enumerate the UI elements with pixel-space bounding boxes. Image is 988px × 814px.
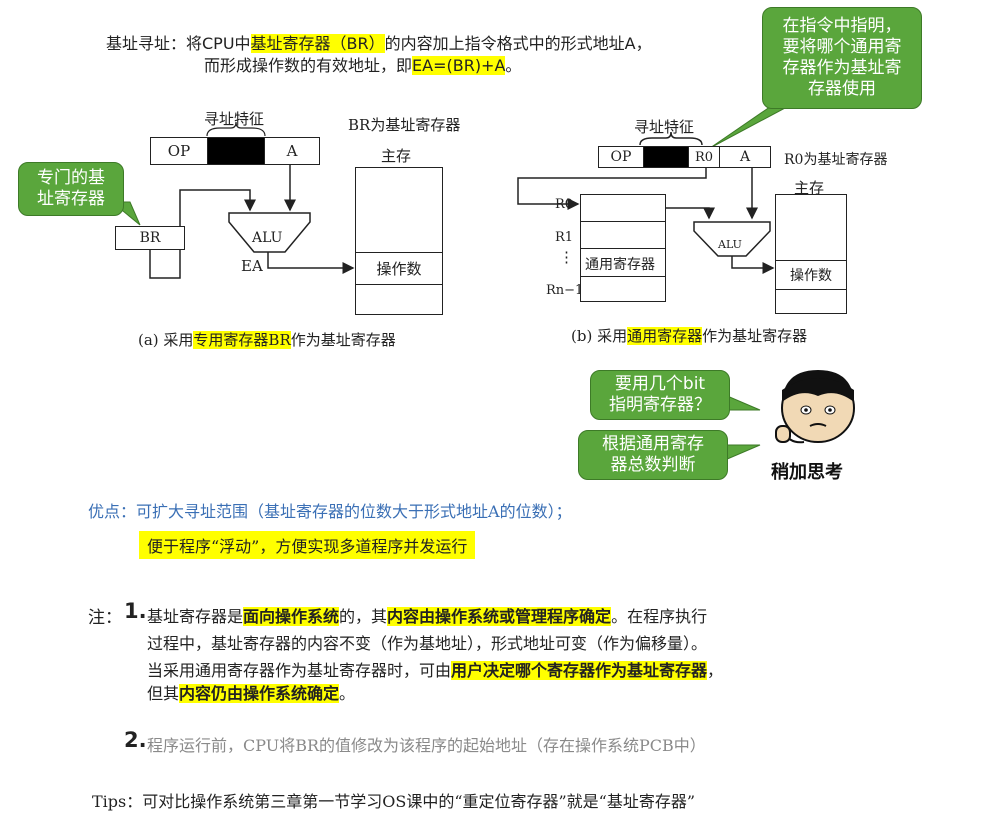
note-text: 。在程序执行 xyxy=(611,607,708,626)
bubble-judge-by-count: 根据通用寄存器总数判断 xyxy=(578,430,728,480)
diagram-a-addr-feature-field xyxy=(207,137,265,165)
intro-text: 基址寻址：将CPU中 xyxy=(106,34,251,53)
note-highlight: 内容仍由操作系统确定 xyxy=(179,684,340,703)
diagram-b-main-memory xyxy=(775,194,847,314)
note-2-text: 程序运行前，CPU将BR的值修改为该程序的起始地址（存在操作系统PCB中） xyxy=(147,736,706,755)
diagram-b-gpr-label: 通用寄存器 xyxy=(585,257,655,273)
diagram-b-r0: R0 xyxy=(555,197,574,212)
intro-line-2: 而形成操作数的有效地址，即EA=(BR)+A。 xyxy=(204,52,521,76)
caption-highlight: 专用寄存器BR xyxy=(193,331,291,349)
note-text: ， xyxy=(707,661,724,680)
diagram-b-op-field: OP xyxy=(598,146,644,168)
advantages-line-1: 优点：可扩大寻址范围（基址寄存器的位数大于形式地址A的位数）； xyxy=(88,498,572,522)
caption-text: (b) 采用 xyxy=(571,327,628,345)
note-text: 基址寄存器是 xyxy=(147,607,244,626)
diagram-a-br-title: BR为基址寄存器 xyxy=(348,116,461,134)
diagram-b-dots: ⋮ xyxy=(559,248,574,266)
note-text: 当采用通用寄存器作为基址寄存器时，可由 xyxy=(147,661,452,680)
diagram-a-operand: 操作数 xyxy=(355,252,443,285)
intro-text: 。 xyxy=(505,56,522,75)
note-text: 。 xyxy=(339,684,356,703)
diagram-b-addr-feature: 寻址特征 xyxy=(634,118,695,136)
diagram-b-addr-feature-field xyxy=(643,146,689,168)
intro-text: 的内容加上指令格式中的形式地址A， xyxy=(384,34,652,53)
bubble-dedicated-register: 专门的基址寄存器 xyxy=(18,162,124,216)
diagram-a-br-register: BR xyxy=(115,226,185,250)
diagram-b-caption: (b) 采用通用寄存器作为基址寄存器 xyxy=(571,325,807,346)
caption-highlight: 通用寄存器 xyxy=(627,327,703,345)
diagram-b-main-memory-label: 主存 xyxy=(794,179,825,197)
notes-number-2: 2. xyxy=(124,728,147,752)
caption-text: 作为基址寄存器 xyxy=(702,327,808,345)
intro-text: 而形成操作数的有效地址，即 xyxy=(204,56,413,75)
tips-text: Tips：可对比操作系统第三章第一节学习OS课中的“重定位寄存器”就是“基址寄存… xyxy=(92,792,696,811)
intro-line-1: 基址寻址：将CPU中基址寄存器（BR）的内容加上指令格式中的形式地址A， xyxy=(106,30,652,54)
bubble-how-many-bits: 要用几个bit指明寄存器？ xyxy=(590,370,730,420)
diagram-a-main-memory-label: 主存 xyxy=(381,147,412,165)
notes-number-1: 1. xyxy=(124,599,147,623)
note-text: 但其 xyxy=(147,684,180,703)
diagram-b-operand: 操作数 xyxy=(775,260,847,290)
diagram-a-caption: (a) 采用专用寄存器BR作为基址寄存器 xyxy=(138,329,396,350)
note-1-line-3: 当采用通用寄存器作为基址寄存器时，可由用户决定哪个寄存器作为基址寄存器， xyxy=(147,657,723,681)
notes-label: 注： xyxy=(88,608,122,628)
intro-highlight-ea: EA=(BR)+A xyxy=(412,56,506,75)
diagram-b-register-r0 xyxy=(580,194,666,222)
diagram-a-op-field: OP xyxy=(150,137,208,165)
diagram-b-a-field: A xyxy=(719,146,771,168)
note-highlight: 内容由操作系统或管理程序确定 xyxy=(387,607,612,626)
note-1-line-1: 基址寄存器是面向操作系统的，其内容由操作系统或管理程序确定。在程序执行 xyxy=(147,603,707,627)
diagram-b-r1: R1 xyxy=(555,230,574,245)
advantages-label: 优点： xyxy=(88,502,137,521)
note-1-line-2: 过程中，基址寄存器的内容不变（作为基地址），形式地址可变（作为偏移量）。 xyxy=(147,634,708,653)
diagram-b-register-r1 xyxy=(580,221,666,249)
thinking-face-icon xyxy=(770,362,866,458)
diagram-b-r0-title: R0为基址寄存器 xyxy=(784,152,888,168)
bubble-instruction-specifies: 在指令中指明，要将哪个通用寄存器作为基址寄存器使用 xyxy=(762,7,922,109)
caption-text: (a) 采用 xyxy=(138,331,194,349)
advantages-text-1: 可扩大寻址范围（基址寄存器的位数大于形式地址A的位数）； xyxy=(136,502,572,521)
note-1-line-4: 但其内容仍由操作系统确定。 xyxy=(147,680,355,704)
diagram-a-alu: ALU xyxy=(252,230,283,246)
diagram-b-register-rn1 xyxy=(580,276,666,302)
diagram-a-ea: EA xyxy=(241,257,263,275)
diagram-b-alu: ALU xyxy=(718,238,742,251)
diagram-b-rn1: Rn−1 xyxy=(546,283,584,298)
diagram-a-addr-feature: 寻址特征 xyxy=(204,110,265,128)
advantages-line-2: 便于程序“浮动”，方便实现多道程序并发运行 xyxy=(139,531,476,559)
diagram-a-main-memory xyxy=(355,167,443,315)
note-highlight: 面向操作系统 xyxy=(243,607,340,626)
diagram-a-a-field: A xyxy=(264,137,320,165)
note-highlight: 用户决定哪个寄存器作为基址寄存器 xyxy=(451,661,708,680)
diagram-b-r0-field: R0 xyxy=(688,146,720,168)
caption-text: 作为基址寄存器 xyxy=(290,331,396,349)
intro-highlight-br: 基址寄存器（BR） xyxy=(250,34,385,53)
note-text: 的，其 xyxy=(339,607,388,626)
thinking-caption: 稍加思考 xyxy=(771,462,843,483)
